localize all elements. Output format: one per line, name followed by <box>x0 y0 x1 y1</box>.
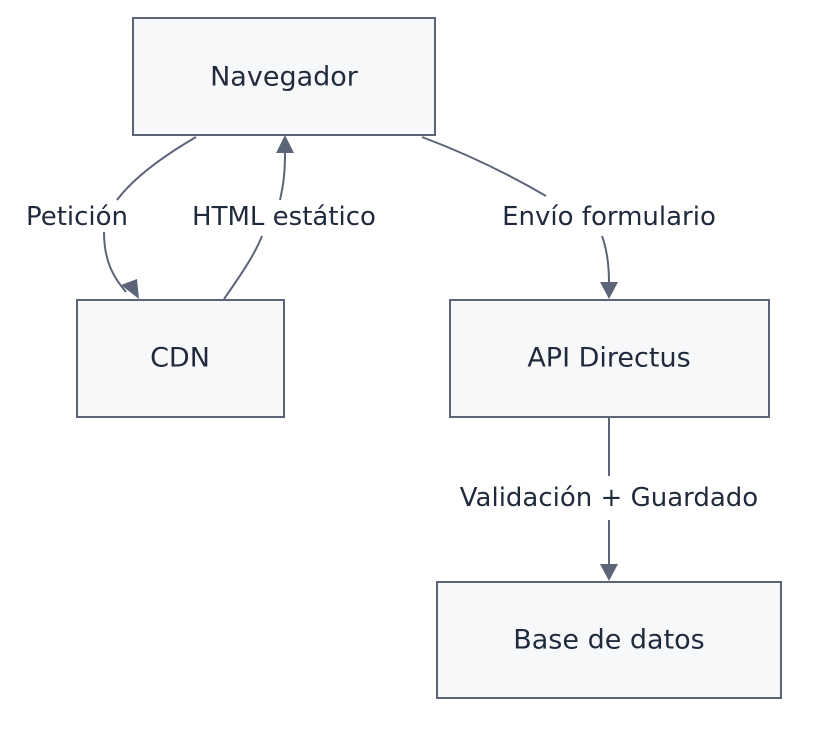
node-navegador: Navegador <box>132 17 436 136</box>
node-api-directus: API Directus <box>449 299 770 418</box>
edge-label-html-estatico: HTML estático <box>192 202 376 232</box>
node-api-directus-label: API Directus <box>527 343 690 374</box>
edge-peticion-arrowhead <box>121 279 139 299</box>
node-cdn-label: CDN <box>150 343 210 374</box>
edge-label-envio-formulario: Envío formulario <box>502 202 716 232</box>
edge-envio-formulario <box>421 136 610 283</box>
node-base-de-datos: Base de datos <box>436 581 782 699</box>
node-navegador-label: Navegador <box>210 62 359 93</box>
edge-label-validacion: Validación + Guardado <box>460 483 758 513</box>
edge-html-estatico-arrowhead <box>276 135 294 153</box>
edge-validacion-arrowhead <box>600 564 618 581</box>
edge-peticion <box>103 136 197 293</box>
node-base-de-datos-label: Base de datos <box>513 625 705 656</box>
edge-envio-formulario-arrowhead <box>600 282 618 299</box>
node-cdn: CDN <box>76 299 285 418</box>
edge-html-estatico <box>223 151 286 300</box>
edge-label-peticion: Petición <box>26 202 128 232</box>
